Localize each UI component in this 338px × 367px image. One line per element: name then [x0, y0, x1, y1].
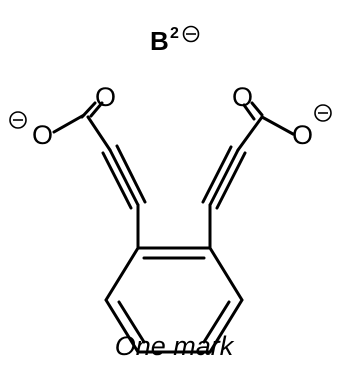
bond-left-triple-3	[115, 144, 147, 204]
minus-charge-icon	[182, 25, 200, 43]
bond-right-co-a	[250, 101, 264, 117]
compound-label: B 2	[150, 25, 200, 56]
atom-oxygen-left-carbonyl: O	[95, 82, 116, 112]
bond-left-triple-2	[101, 151, 133, 210]
atom-oxygen-right-carbonyl: O	[232, 82, 253, 112]
compound-letter: B	[150, 26, 169, 56]
bond-right-c-o	[260, 115, 295, 136]
bond-left-co-a	[80, 101, 97, 119]
ring-double-2	[202, 300, 231, 344]
bond-left-c-alkyne	[86, 115, 112, 152]
minus-charge-icon	[9, 111, 27, 129]
atom-oxygen-right-anion: O	[292, 120, 313, 150]
ring-double-3	[117, 300, 146, 344]
bond-left-co-b	[89, 101, 104, 118]
bond-right-co-b	[242, 103, 256, 121]
bond-right-triple-2	[201, 145, 233, 204]
compound-charge-number: 2	[170, 25, 179, 42]
bond-left-o-c	[52, 113, 86, 134]
atom-labels: O O O O	[9, 82, 332, 150]
caption: One mark	[115, 331, 235, 361]
bond-right-c-alkyne	[236, 115, 264, 152]
bond-lines	[52, 101, 295, 354]
minus-charge-icon	[314, 104, 332, 122]
bond-left-triple-1	[108, 148, 140, 207]
bond-right-triple-3	[215, 151, 247, 210]
bond-right-triple-1	[208, 148, 240, 207]
atom-oxygen-left-anion: O	[32, 120, 53, 150]
